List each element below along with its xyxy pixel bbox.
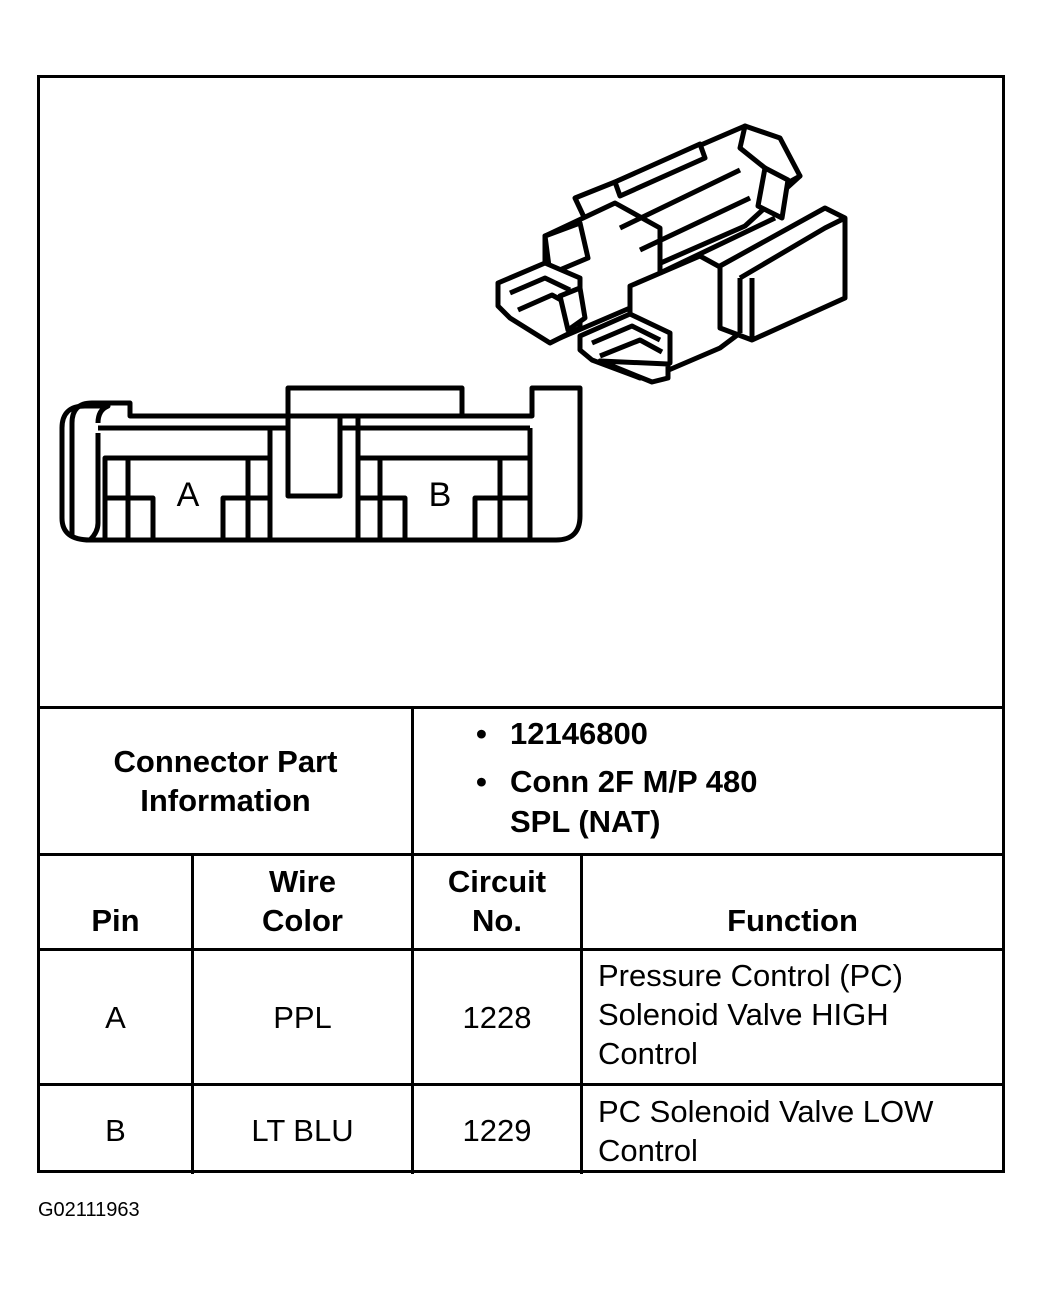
connector-info-label-line1: Connector Part [113,744,338,779]
header-wire-color: Wire Color [194,856,411,948]
connector-info-label: Connector Part Information [40,709,411,853]
header-circuit: Circuit No. [414,856,580,948]
row-a-circuit: 1228 [462,999,532,1035]
row-b-function-line1: PC Solenoid Valve LOW [598,1094,934,1129]
connector-info-label-line2: Information [140,783,311,818]
header-function: Function [727,903,858,938]
part-number: 12146800 [476,712,758,756]
header-pin: Pin [91,903,140,938]
divider-info-top [40,706,1002,709]
row-a-function-line1: Pressure Control (PC) [598,958,903,993]
divider-pin-column [191,853,194,1174]
row-b-wire-color: LT BLU [251,1112,354,1148]
header-circuit-line2: No. [472,903,522,938]
divider-header-top [40,853,1002,856]
row-a-function: Pressure Control (PC) Solenoid Valve HIG… [598,956,998,1073]
divider-info-column [411,706,414,1174]
row-b-pin: B [105,1112,126,1148]
header-wire-color-line1: Wire [269,864,336,899]
header-circuit-line1: Circuit [447,864,547,899]
header-wire-color-line2: Color [262,903,343,938]
cavity-a-label: A [177,476,200,514]
divider-header-bottom [40,948,1002,951]
row-a-function-line3: Control [598,1036,698,1071]
row-b-function: PC Solenoid Valve LOW Control [598,1092,998,1170]
row-b-function-line2: Control [598,1133,698,1168]
figure-id: G02111963 [38,1199,140,1221]
connector-3d-view [495,123,848,385]
cavity-b-label: B [429,476,452,514]
connector-illustration: A B [59,123,848,543]
connector-face-view [59,385,583,543]
connector-description-line2: SPL (NAT) [510,804,661,839]
divider-circuit-column [580,853,583,1174]
connector-description: Conn 2F M/P 480 [476,760,758,804]
divider-row-a-bottom [40,1083,1002,1086]
row-a-wire-color: PPL [273,999,332,1035]
connector-info-values: 12146800 Conn 2F M/P 480 SPL (NAT) [476,712,758,844]
row-a-pin: A [105,999,126,1035]
connector-drawing-area: A B [40,78,1002,706]
row-b-circuit: 1229 [462,1112,532,1148]
row-a-function-line2: Solenoid Valve HIGH [598,997,889,1032]
connector-figure-frame: A B Connector Part Information 12146800 … [37,75,1005,1174]
